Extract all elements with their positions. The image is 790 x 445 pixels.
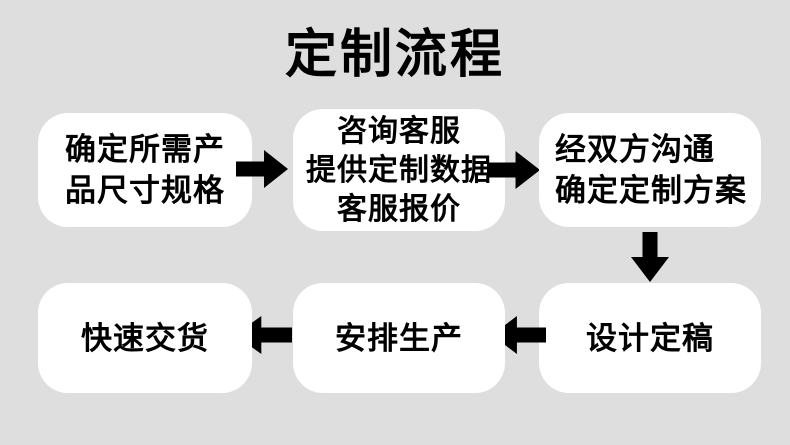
step-text-line: 确定所需产 xyxy=(65,132,225,167)
step-text-line: 确定定制方案 xyxy=(555,173,747,208)
step-text-line: 经双方沟通 xyxy=(555,132,715,167)
step-text-line: 安排生产 xyxy=(335,320,463,356)
arrow-left-icon xyxy=(492,316,546,354)
step-box-fast-delivery: 快速交货 xyxy=(38,283,252,393)
arrow-right-icon xyxy=(236,150,288,188)
step-box-design-final: 设计定稿 xyxy=(539,283,761,393)
page-title: 定制流程 xyxy=(284,26,505,84)
step-box-consult-service: 咨询客服 提供定制数据 客服报价 xyxy=(293,109,505,231)
step-box-arrange-production: 安排生产 xyxy=(293,283,505,393)
step-text-line: 品尺寸规格 xyxy=(65,173,225,208)
step-box-product-specs: 确定所需产 品尺寸规格 xyxy=(38,113,252,227)
step-text-line: 设计定稿 xyxy=(586,320,714,356)
step-text-line: 快速交货 xyxy=(81,320,209,356)
step-text-line: 提供定制数据 xyxy=(306,153,492,187)
step-box-confirm-plan: 经双方沟通 确定定制方案 xyxy=(539,113,761,227)
arrow-down-icon xyxy=(631,232,669,282)
step-text-line: 咨询客服 xyxy=(337,114,461,148)
step-text-line: 客服报价 xyxy=(337,192,461,226)
arrow-right-icon xyxy=(487,151,540,189)
